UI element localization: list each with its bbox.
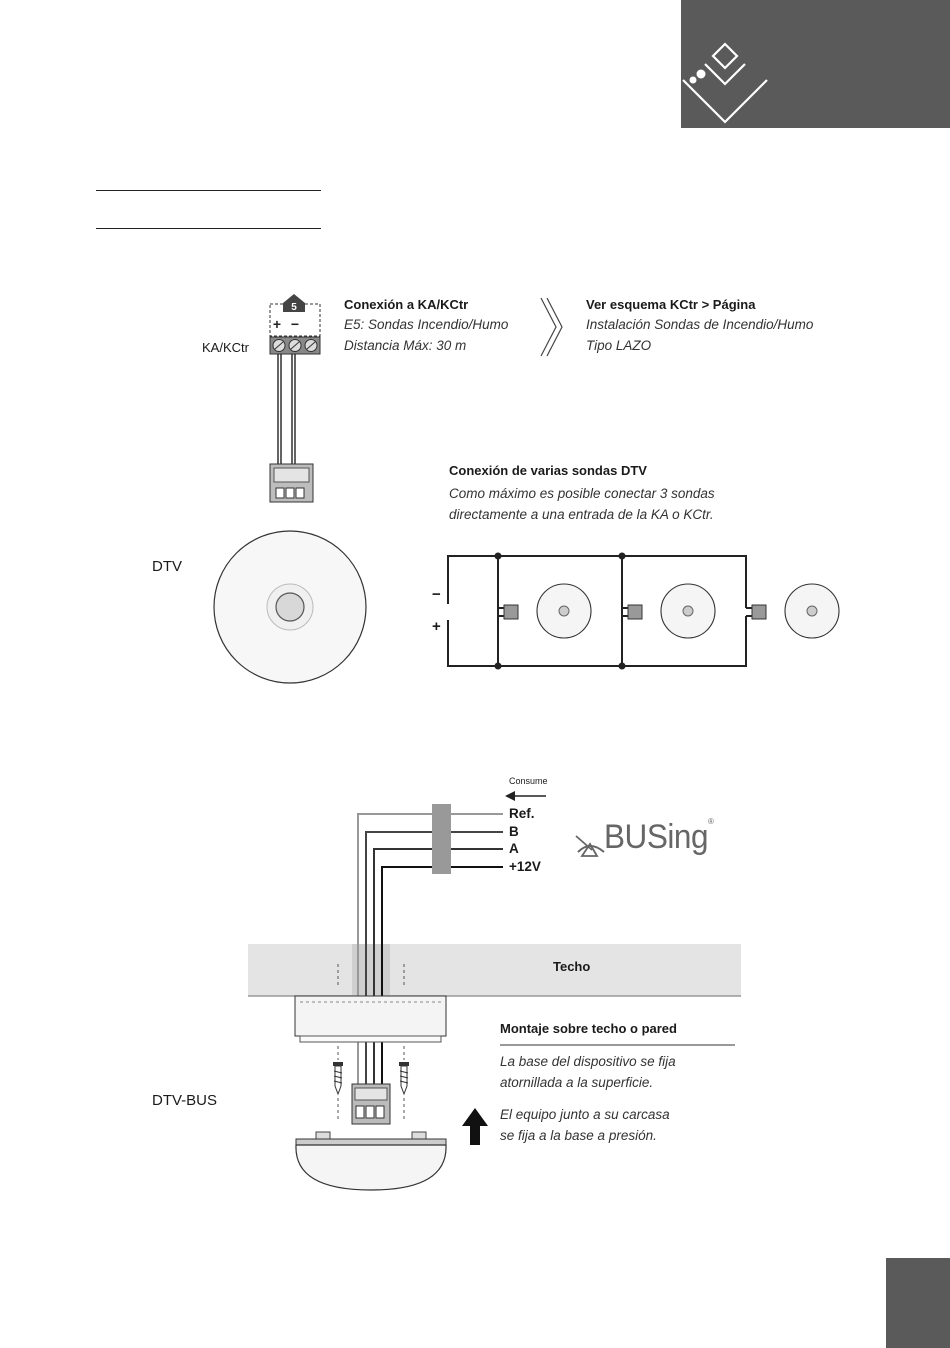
- multi-line-1: Como máximo es posible conectar 3 sondas: [449, 486, 715, 501]
- busing-logo: BUSing ®: [575, 817, 714, 857]
- terminal-plus: +: [273, 316, 281, 332]
- see-also-title: Ver esquema KCtr > Página: [586, 297, 756, 312]
- bus-line-ref: Ref.: [509, 806, 535, 821]
- dtv-bus-dome: [295, 1131, 447, 1191]
- busing-registered: ®: [708, 817, 714, 826]
- page-tab: [886, 1258, 950, 1348]
- multi-title: Conexión de varias sondas DTV: [449, 463, 647, 478]
- dtv-probe: [213, 530, 367, 684]
- ceiling: [248, 944, 741, 997]
- dtv-bus-mounting-diagram: BUSing ®: [248, 791, 741, 1191]
- press-up-arrow-icon: [462, 1108, 488, 1145]
- see-also-chevron-icon: [540, 297, 563, 357]
- connection-title: Conexión a KA/KCtr: [344, 297, 469, 312]
- heading-rule-top: [96, 190, 321, 191]
- see-also-line-1: Instalación Sondas de Incendio/Humo: [586, 317, 814, 332]
- mount-screws: [333, 1046, 409, 1122]
- dtv-label: DTV: [152, 558, 182, 575]
- bus-line-b: B: [509, 824, 519, 839]
- multi-line-2: directamente a una entrada de la KA o KC…: [449, 507, 714, 522]
- terminal-minus: −: [291, 316, 299, 332]
- dtv-bus-label: DTV-BUS: [152, 1092, 218, 1109]
- probe-connector: [269, 463, 314, 503]
- bus-line-a: A: [509, 841, 519, 856]
- bus-line-12v: +12V: [509, 859, 541, 874]
- cable-sleeve: [432, 804, 451, 874]
- multi-probe-diagram: [447, 552, 840, 670]
- connection-line-2: Distancia Máx: 30 m: [344, 338, 467, 353]
- mount-line-1: La base del dispositivo se fija: [500, 1054, 676, 1069]
- bus-connector: [351, 1083, 391, 1125]
- mount-line-3: El equipo junto a su carcasa: [500, 1107, 670, 1122]
- consume-label: Consume: [509, 776, 548, 786]
- consume-arrow-icon: [505, 791, 546, 801]
- heading-rule-bottom: [96, 228, 321, 229]
- header-block: [681, 0, 950, 128]
- ceiling-label: Techo: [553, 959, 591, 974]
- mount-title: Montaje sobre techo o pared: [500, 1021, 677, 1036]
- loop-minus-label: −: [432, 586, 441, 603]
- busing-brand: BUSing: [604, 818, 708, 856]
- mount-line-2: atornillada a la superficie.: [500, 1075, 654, 1090]
- ka-terminal-block: 5 + −: [269, 294, 321, 355]
- diamond-chevron-logo-icon: [682, 42, 768, 124]
- device-base: [294, 995, 447, 1043]
- connection-line-1: E5: Sondas Incendio/Humo: [344, 317, 509, 332]
- module-label: KA/KCtr: [202, 340, 249, 355]
- dtv-wiring-diagram: 5 + −: [213, 294, 840, 684]
- mount-line-4: se fija a la base a presión.: [500, 1128, 657, 1143]
- loop-plus-label: +: [432, 618, 441, 635]
- terminal-number: 5: [291, 302, 297, 313]
- see-also-line-2: Tipo LAZO: [586, 338, 652, 353]
- probe-cable: [277, 354, 296, 468]
